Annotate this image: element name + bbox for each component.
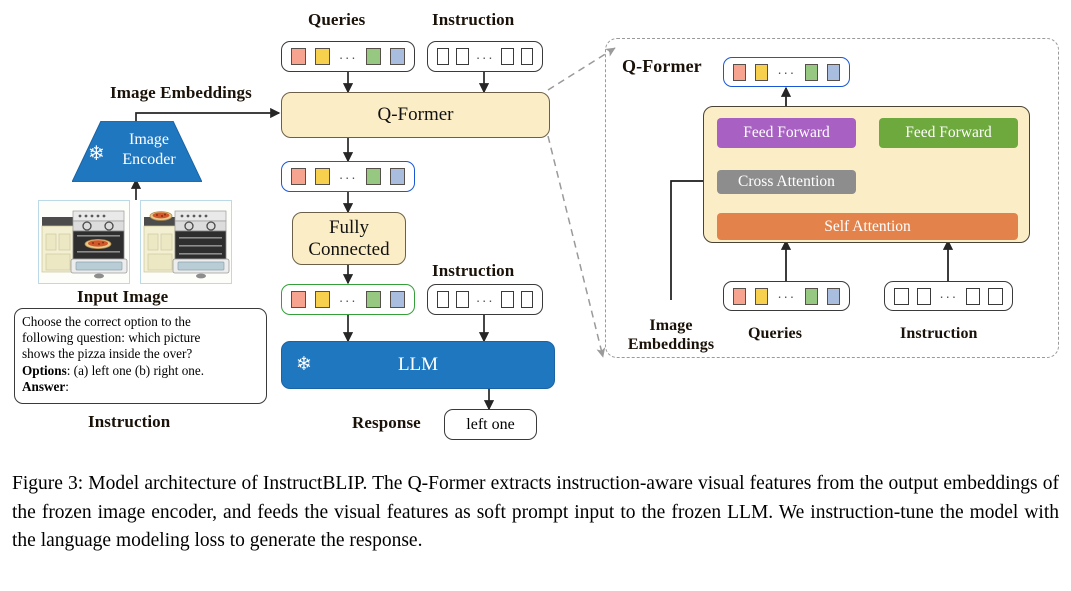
prompt-options-key: Options [22,362,67,378]
instruction-mid-token-2 [456,291,469,308]
soft-prompt-token-strip: ··· [281,284,415,315]
snowflake-icon: ❄ [88,141,105,165]
fully-connected-block: Fully Connected [292,212,406,265]
ellipsis: ··· [777,64,796,80]
input-image-label: Input Image [77,287,169,306]
detail-instruction-token-3 [965,287,981,305]
instruction-token-2 [456,48,469,65]
output-token-green [366,168,382,185]
input-image-left [38,200,130,284]
qformer-block: Q-Former [281,92,550,138]
response-label: Response [352,413,421,432]
qformer-label: Q-Former [377,104,454,125]
image-encoder-block: ❄ Image Encoder [72,121,202,182]
ellipsis: ··· [777,288,796,304]
query-token-red [291,48,306,65]
detail-output-token-green [804,63,818,81]
soft-prompt-token-yellow [314,291,330,308]
feed-forward-left-block: Feed Forward [717,118,856,148]
output-token-red [291,168,306,185]
ellipsis: ··· [475,48,495,65]
image-encoder-label-line2: Encoder [122,151,176,168]
input-image-right [140,200,232,284]
detail-query-token-red [733,287,747,305]
cross-attention-block: Cross Attention [717,170,856,194]
prompt-answer-value: : [65,378,69,394]
qformer-output-token-strip: ··· [281,161,415,192]
self-attention-label: Self Attention [824,217,911,235]
detail-queries-label: Queries [748,325,803,342]
detail-output-token-yellow [755,63,769,81]
detail-queries-token-strip: ··· [723,281,850,311]
prompt-line-2: following question: which picture [22,330,201,346]
detail-instruction-token-strip: ··· [884,281,1013,311]
detail-image-embeddings-label: Image Embeddings [612,316,730,354]
ellipsis: ··· [338,291,358,308]
self-attention-block: Self Attention [717,213,1018,240]
cross-attention-label: Cross Attention [738,173,835,190]
detail-query-token-yellow [755,287,769,305]
prompt-answer-line: Answer: [22,379,259,395]
instruction-mid-token-strip: ··· [427,284,543,315]
ellipsis: ··· [475,291,495,308]
qformer-detail-panel [605,38,1059,358]
instruction-token-4 [520,48,533,65]
image-embeddings-label: Image Embeddings [110,83,252,102]
soft-prompt-token-blue [390,291,405,308]
feed-forward-left-label: Feed Forward [743,124,830,141]
instruction-mid-token-3 [501,291,514,308]
query-token-blue [390,48,405,65]
queries-label: Queries [308,10,366,29]
instruction-token-3 [501,48,514,65]
detail-instruction-token-2 [916,287,932,305]
ellipsis: ··· [338,168,358,185]
detail-image-embeddings-line1: Image [649,317,693,334]
prompt-line-1: Choose the correct option to the [22,314,191,329]
qformer-detail-title: Q-Former [622,56,702,76]
output-token-blue [390,168,405,185]
detail-instruction-token-1 [894,287,909,305]
llm-label: LLM [397,354,439,375]
image-encoder-label-line1: Image [129,131,169,148]
figure-caption: Figure 3: Model architecture of Instruct… [12,473,1059,551]
detail-output-token-blue [826,63,840,81]
instruction-top-token-strip: ··· [427,41,543,72]
queries-token-strip: ··· [281,41,415,72]
instruction-mid-token-4 [520,291,533,308]
detail-query-token-blue [826,287,840,305]
instruction-prompt-card: Choose the correct option to the followi… [14,308,267,404]
instruction-mid-label: Instruction [432,261,515,280]
prompt-answer-key: Answer [22,378,66,394]
response-value-box: left one [444,409,537,440]
query-token-yellow [314,48,330,65]
instruction-caption-label: Instruction [88,412,171,431]
ellipsis: ··· [939,288,958,304]
detail-instruction-label: Instruction [900,325,978,342]
fully-connected-line1: Fully [328,216,370,238]
query-token-green [366,48,382,65]
response-value: left one [466,415,515,433]
feed-forward-right-label: Feed Forward [905,124,992,141]
instruction-mid-token-1 [437,291,450,308]
instruction-token-1 [437,48,450,65]
detail-output-token-red [733,63,747,81]
detail-query-token-green [804,287,818,305]
detail-output-token-strip: ··· [723,57,850,87]
ellipsis: ··· [338,48,358,65]
fully-connected-line2: Connected [308,238,390,260]
prompt-options-line: Options: (a) left one (b) right one. [22,363,259,379]
feed-forward-right-block: Feed Forward [879,118,1018,148]
detail-instruction-token-4 [988,287,1003,305]
llm-block: ❄ LLM [281,341,555,389]
prompt-options-value: : (a) left one (b) right one. [66,362,205,378]
output-token-yellow [314,168,330,185]
snowflake-icon: ❄ [296,353,312,375]
instruction-top-label: Instruction [432,10,515,29]
soft-prompt-token-red [291,291,306,308]
detail-image-embeddings-line2: Embeddings [627,336,715,353]
soft-prompt-token-green [366,291,382,308]
prompt-line-3: shows the pizza inside the over? [22,346,193,362]
